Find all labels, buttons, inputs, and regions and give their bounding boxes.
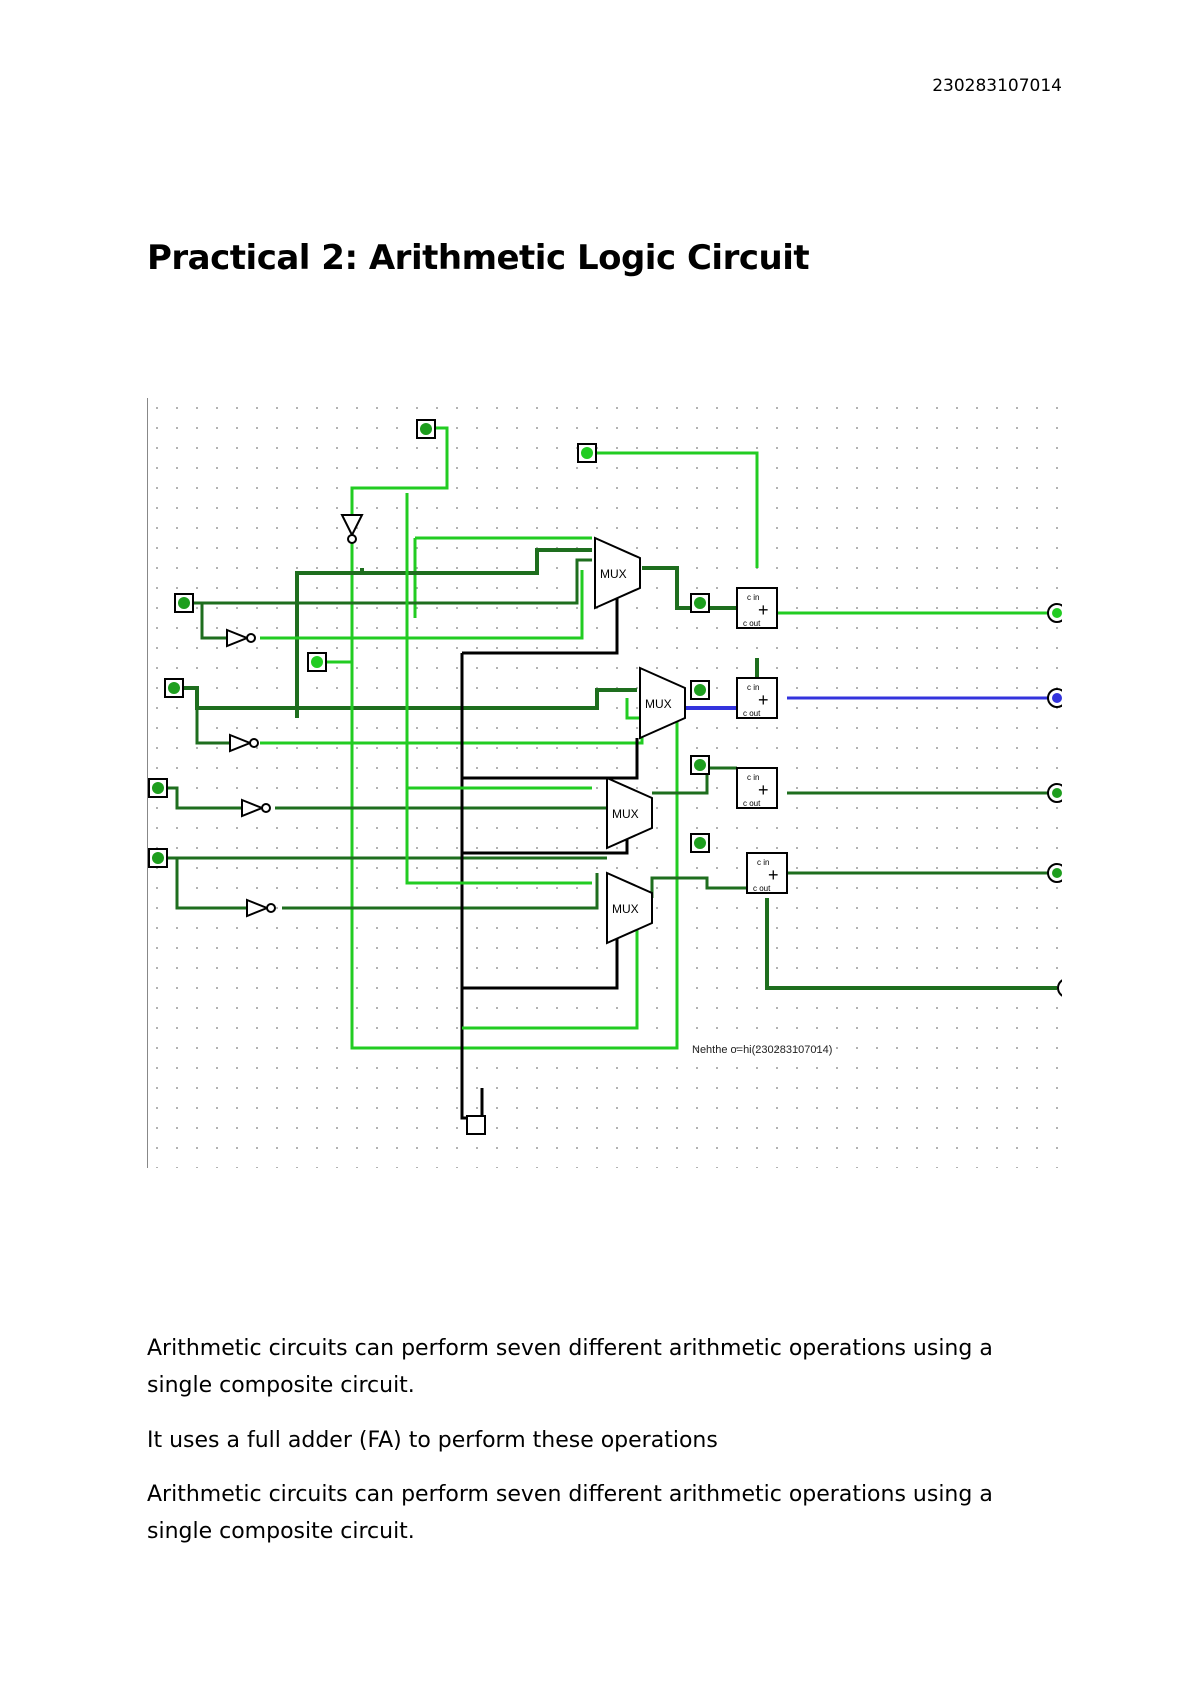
- clock-pin: [466, 1115, 486, 1135]
- svg-text:MUX: MUX: [645, 697, 672, 711]
- not-gate: [226, 628, 250, 648]
- svg-text:MUX: MUX: [612, 902, 639, 916]
- not-gate: [229, 733, 253, 753]
- svg-text:c in: c in: [747, 593, 759, 602]
- adder-4: c in+c out: [746, 852, 788, 894]
- svg-text:MUX: MUX: [600, 567, 627, 581]
- svg-text:c out: c out: [743, 799, 761, 808]
- mux-1: MUX: [594, 536, 641, 610]
- svg-text:c out: c out: [743, 619, 761, 628]
- paragraph-2: It uses a full adder (FA) to perform the…: [147, 1428, 718, 1453]
- svg-text:c out: c out: [753, 884, 771, 893]
- svg-text:+: +: [758, 780, 769, 800]
- not-gate: [246, 898, 270, 918]
- circuit-diagram: MUX MUX MUX MUX c in+c out c in+c out c …: [146, 398, 1077, 1168]
- svg-text:+: +: [758, 690, 769, 710]
- not-gate-bubble: [347, 534, 357, 544]
- multiplexers: MUX MUX MUX MUX: [594, 536, 686, 945]
- mux-4: MUX: [606, 871, 653, 945]
- adder-2: c in+c out: [736, 677, 778, 719]
- svg-text:c in: c in: [747, 683, 759, 692]
- svg-text:c in: c in: [757, 858, 769, 867]
- grid-background: [147, 398, 1062, 1168]
- page-title: Practical 2: Arithmetic Logic Circuit: [147, 238, 810, 278]
- full-adders: c in+c out c in+c out c in+c out c in+c …: [736, 587, 788, 894]
- svg-text:c out: c out: [743, 709, 761, 718]
- svg-text:+: +: [768, 865, 779, 885]
- document-header-id: 230283107014: [932, 76, 1062, 96]
- adder-1: c in+c out: [736, 587, 778, 629]
- not-gate: [241, 798, 265, 818]
- svg-text:+: +: [758, 600, 769, 620]
- mux-2: MUX: [639, 666, 686, 740]
- not-gate: [340, 514, 364, 538]
- mux-3: MUX: [606, 776, 653, 850]
- input-pins: [148, 419, 710, 1135]
- not-gates: [226, 514, 364, 918]
- adder-3: c in+c out: [736, 767, 778, 809]
- paragraph-1: Arithmetic circuits can perform seven di…: [147, 1336, 993, 1398]
- paragraph-3: Arithmetic circuits can perform seven di…: [147, 1482, 993, 1544]
- svg-text:c in: c in: [747, 773, 759, 782]
- svg-text:MUX: MUX: [612, 807, 639, 821]
- circuit-label: Nehthe o=hi(230283107014): [692, 1044, 832, 1056]
